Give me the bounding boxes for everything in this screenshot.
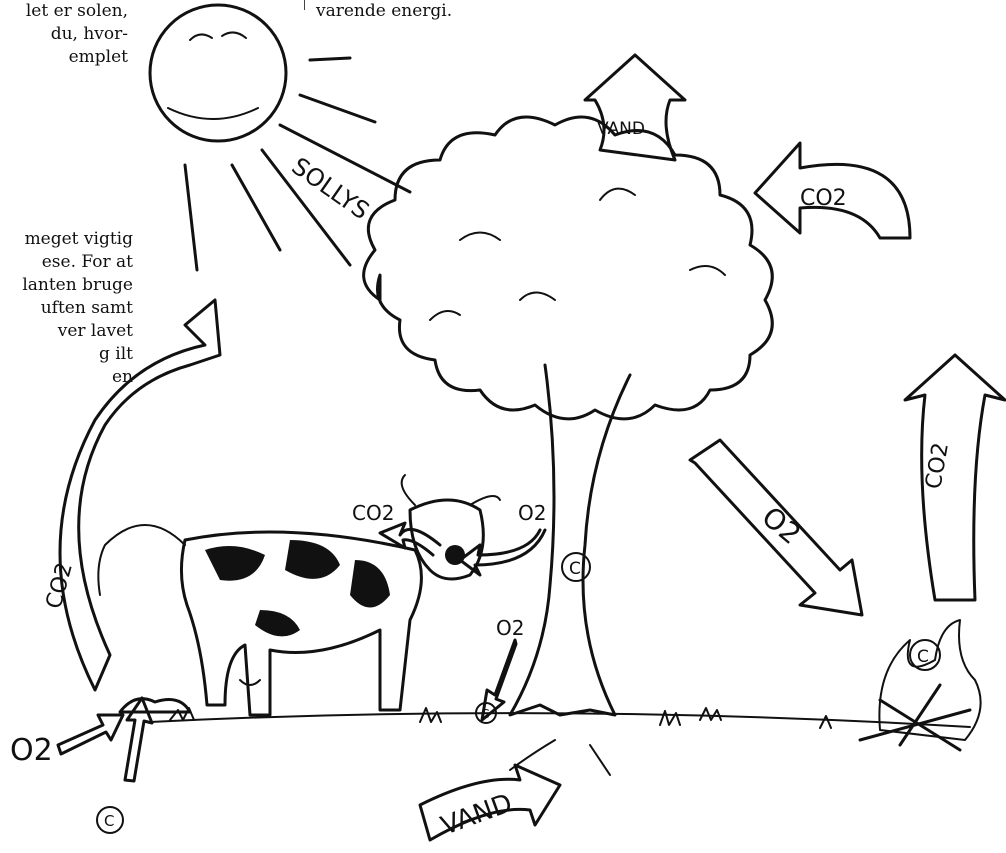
carbon-label-bottom: C [104, 812, 114, 830]
sun-mouth-icon [168, 108, 258, 119]
water-top-label: VAND [597, 119, 645, 139]
o2-bottom-left-label: O2 [10, 733, 53, 768]
o2-arrow-fire: O2 [690, 440, 862, 615]
ground-o2-label: O2 [496, 616, 524, 640]
co2-arrow-left: CO2 [42, 300, 220, 690]
cow-breath-arrows: CO2 O2 [352, 501, 546, 575]
water-up-arrow: VAND [585, 55, 685, 160]
campfire: C [860, 620, 981, 750]
cow-spots [205, 540, 390, 636]
sunlight-label: SOLLYS [287, 152, 375, 225]
o2-arrow-label: O2 [756, 500, 808, 551]
co2-left-arrow-label: CO2 [42, 560, 78, 612]
sun-eyes-icon [190, 32, 246, 40]
sun: SOLLYS [150, 5, 410, 270]
water-bottom-label: VAND [437, 788, 516, 841]
co2-tree-label: CO2 [800, 186, 847, 211]
sun-face-icon [150, 5, 286, 141]
cow-udder [240, 680, 260, 685]
ground-o2-arrow: O2 C [476, 616, 524, 723]
cow-o2-in-arrow [460, 530, 545, 575]
carbon-arrow-bottom-left: C [97, 698, 152, 833]
co2-fire-label: CO2 [921, 441, 954, 491]
tree-crown-detail [430, 189, 725, 320]
firewood-icon [860, 685, 970, 750]
cow-dung [120, 699, 190, 712]
water-bottom-arrow: VAND [420, 765, 560, 842]
cow-co2-label: CO2 [352, 501, 394, 525]
o2-arrow-bottom-left: O2 [10, 715, 123, 768]
co2-arrow-fire: CO2 [905, 355, 1005, 600]
carbon-label-fire: C [917, 647, 929, 667]
tree-crown [364, 117, 773, 419]
cow-tail [98, 525, 185, 595]
cow [98, 475, 500, 715]
co2-arrow-tree: CO2 [755, 143, 910, 238]
carbon-label-tree: C [569, 559, 581, 579]
cow-o2-label: O2 [518, 501, 546, 525]
